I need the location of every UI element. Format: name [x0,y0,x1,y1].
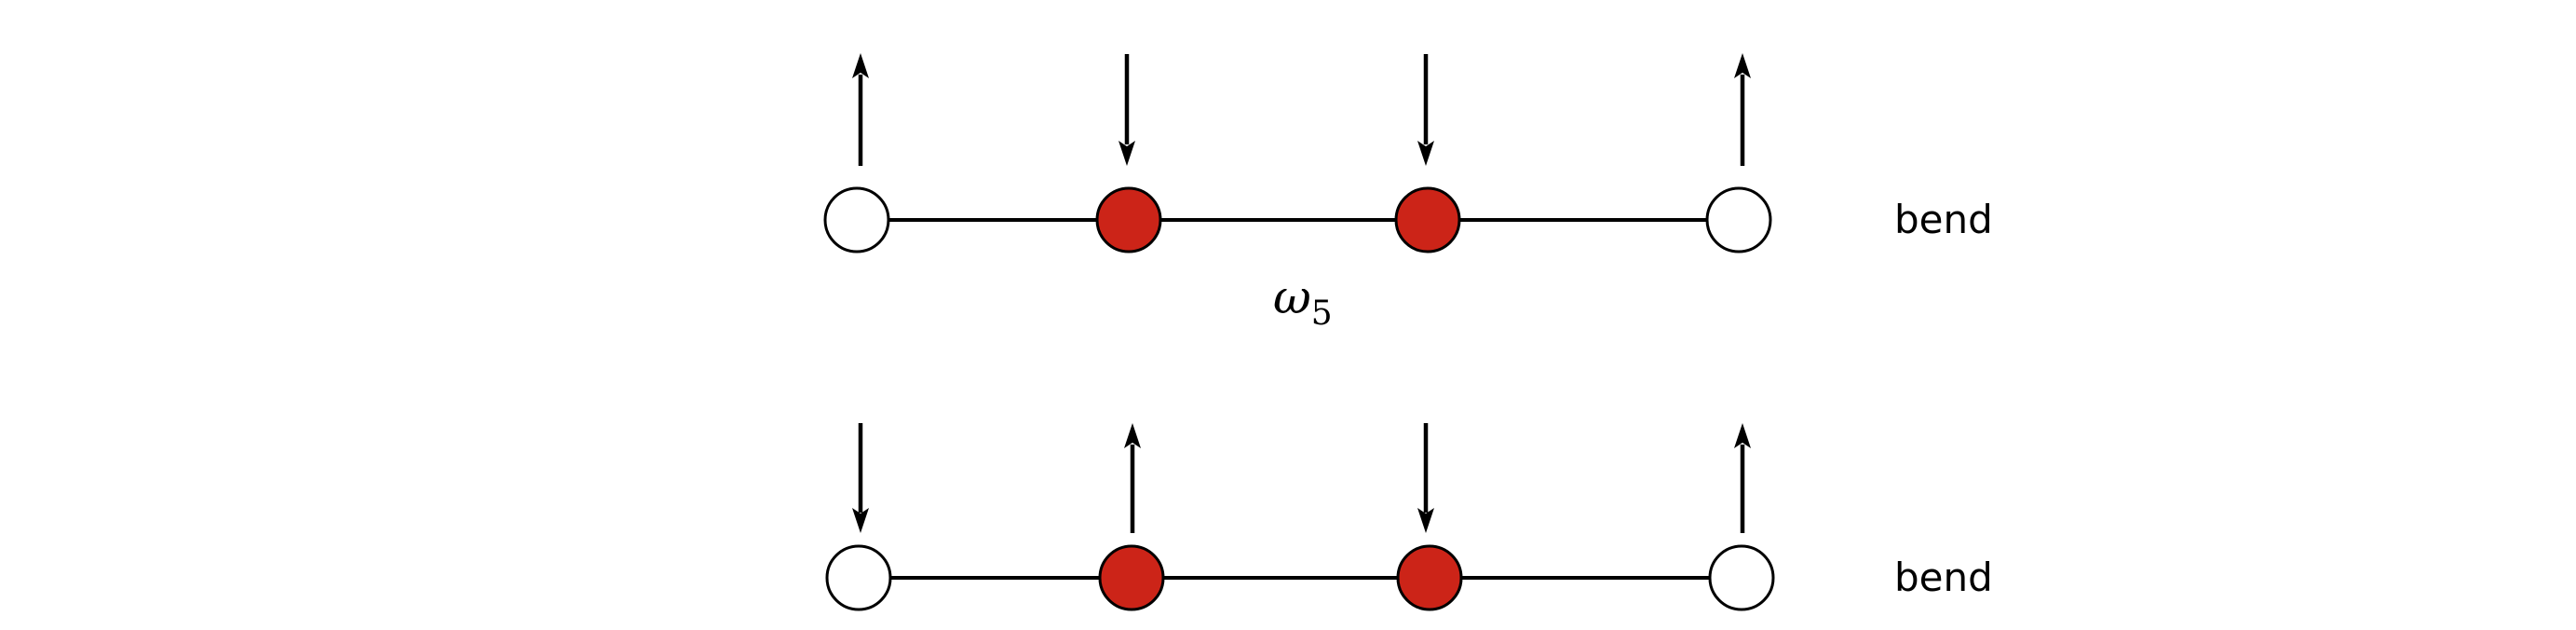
atom-inner-2-3 [1396,544,1463,611]
arrow-1-2 [1119,54,1135,166]
arrow-1-1 [852,53,869,166]
atom-inner-1-2 [1095,186,1162,253]
arrow-2-1 [852,423,869,533]
mode-label-2: bend [1894,555,1993,600]
frequency-subscript: 5 [1311,294,1333,333]
atom-outer-1-4 [1705,186,1772,253]
arrow-2-4 [1734,423,1751,533]
arrow-1-4 [1734,53,1751,166]
atom-inner-2-2 [1098,544,1165,611]
atom-inner-1-3 [1394,186,1461,253]
arrow-2-2 [1124,423,1141,533]
mode-label-1: bend [1894,197,1993,242]
mode-row-2: bend [825,423,1993,611]
frequency-symbol: ω [1273,270,1311,324]
frequency-label: ω5 [1273,270,1333,333]
atom-outer-1-1 [823,186,890,253]
arrow-1-3 [1417,54,1434,166]
atom-outer-2-4 [1708,544,1775,611]
mode-row-1: bend [823,53,1993,253]
atom-outer-2-1 [825,544,892,611]
arrow-2-3 [1417,423,1434,533]
